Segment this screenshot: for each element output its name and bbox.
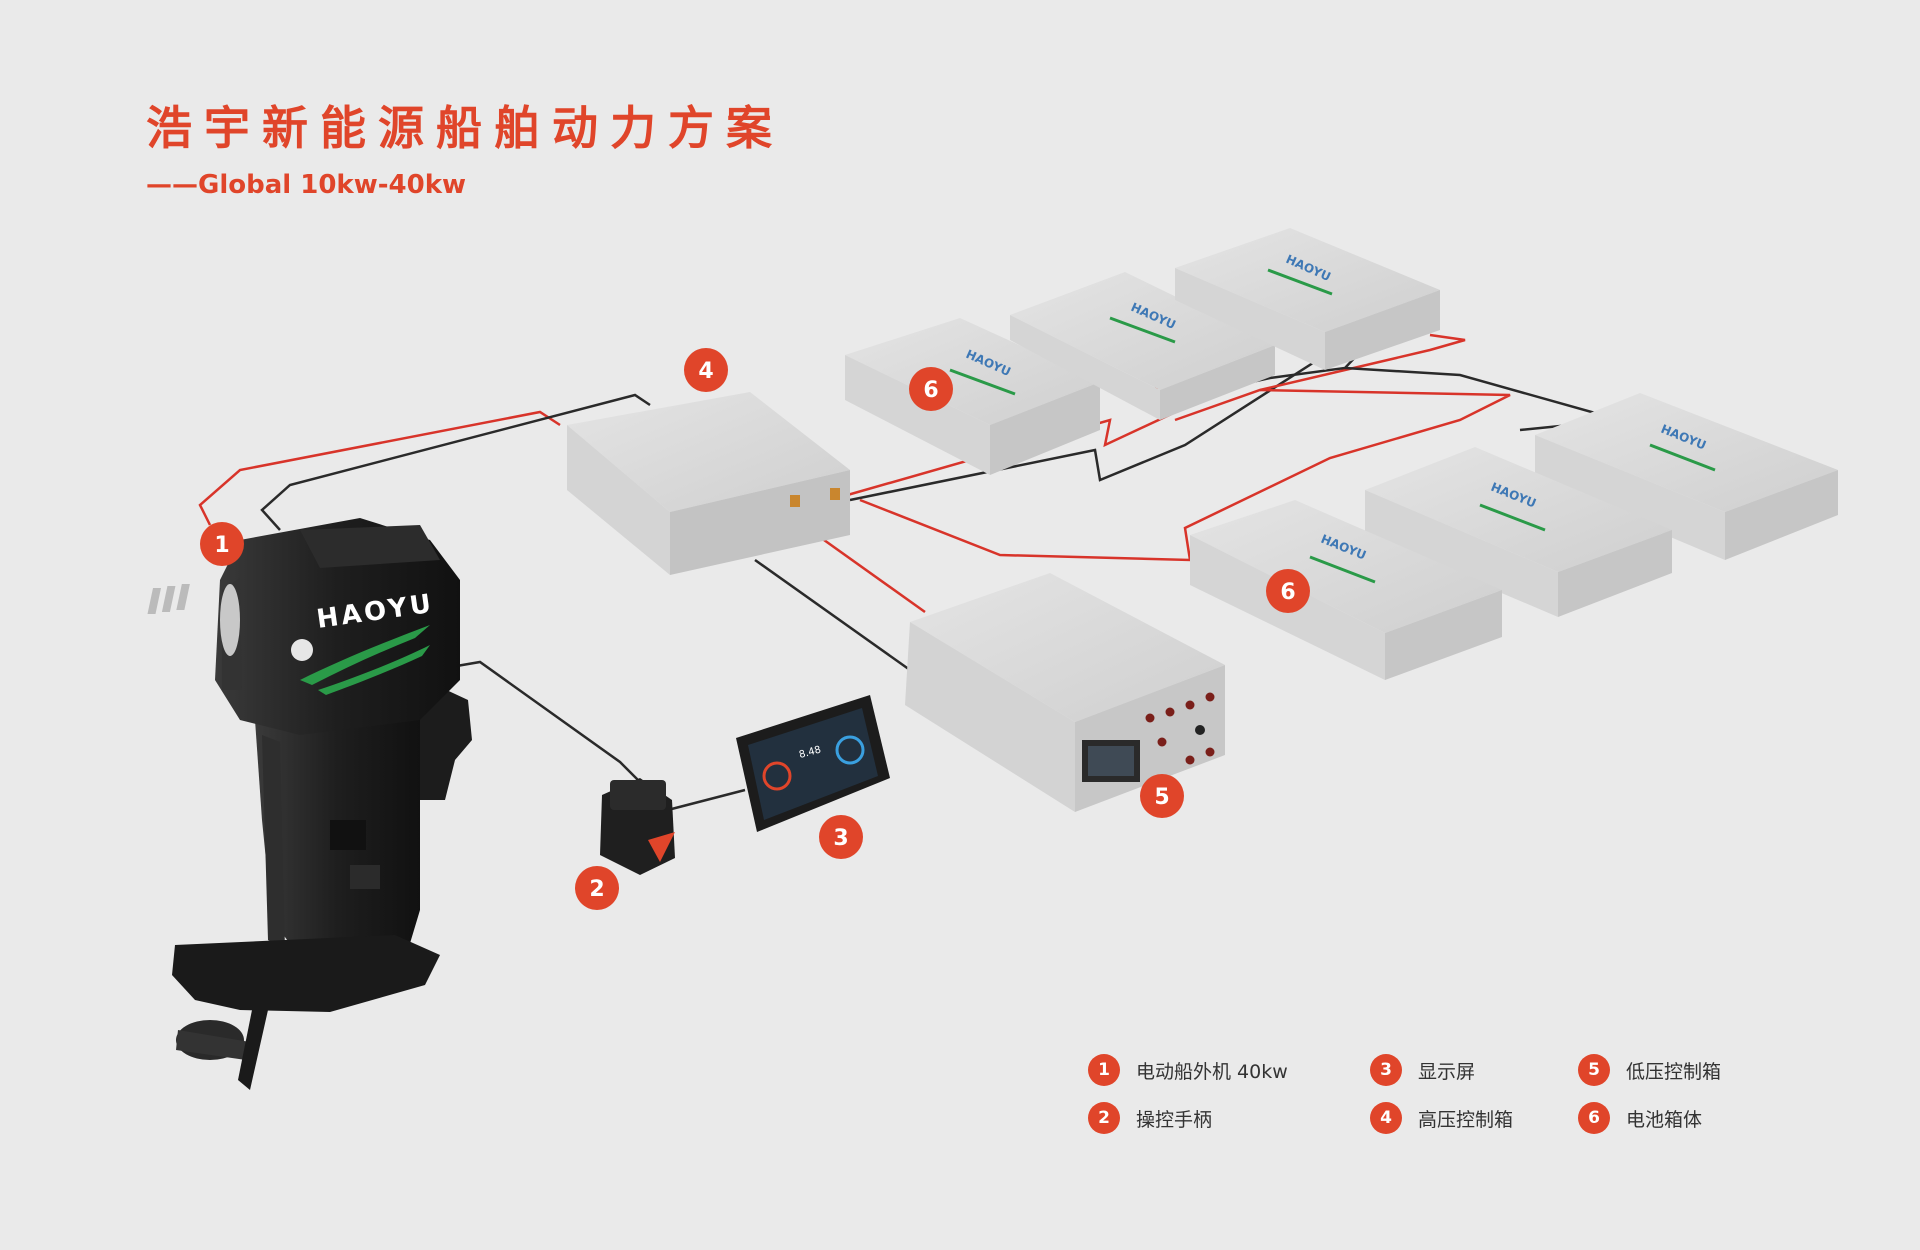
cable-red-hv-to-lv-box xyxy=(809,528,926,614)
svg-text:2: 2 xyxy=(589,877,604,902)
cable-black-hv-to-batteries xyxy=(849,350,1331,502)
svg-text:1: 1 xyxy=(214,533,229,558)
cable-red-hv-to-motor xyxy=(198,410,561,526)
battery-box: HAOYU xyxy=(845,318,1100,475)
legend-label: 操控手柄 xyxy=(1136,1108,1213,1131)
legend-label: 电池箱体 xyxy=(1626,1108,1703,1131)
legend-item-3: 3 显示屏 xyxy=(1370,1054,1475,1086)
svg-text:4: 4 xyxy=(698,359,713,384)
cable-black-hv-to-lv-box xyxy=(754,558,911,672)
high-voltage-control-box xyxy=(567,392,850,575)
throttle-controller xyxy=(600,778,675,875)
legend-item-1: 1 电动船外机 40kw xyxy=(1088,1054,1288,1086)
callout-1[interactable]: 1 xyxy=(200,522,244,566)
legend-number: 3 xyxy=(1370,1054,1402,1086)
svg-text:6: 6 xyxy=(1280,580,1295,605)
legend-number: 6 xyxy=(1578,1102,1610,1134)
legend: 1 电动船外机 40kw 2 操控手柄 3 显示屏 4 高压控制箱 5 低压控制… xyxy=(1088,1054,1848,1164)
svg-text:3: 3 xyxy=(833,826,848,851)
outboard-motor: HAOYU xyxy=(147,518,472,1090)
legend-label: 高压控制箱 xyxy=(1418,1108,1514,1131)
svg-text:5: 5 xyxy=(1154,785,1169,810)
callout-6-upper[interactable]: 6 xyxy=(909,367,953,411)
cable-red-battery-chain-upper xyxy=(1174,333,1466,422)
cable-black-hv-to-motor xyxy=(260,393,651,531)
legend-item-2: 2 操控手柄 xyxy=(1088,1102,1212,1134)
legend-item-4: 4 高压控制箱 xyxy=(1370,1102,1513,1134)
cable-black-throttle-to-display xyxy=(659,788,746,814)
legend-number: 2 xyxy=(1088,1102,1120,1134)
callout-6-lower[interactable]: 6 xyxy=(1266,569,1310,613)
battery-box: HAOYU xyxy=(1010,272,1275,420)
legend-item-6: 6 电池箱体 xyxy=(1578,1102,1702,1134)
legend-number: 5 xyxy=(1578,1054,1610,1086)
page-subtitle: ——Global 10kw-40kw xyxy=(146,170,467,200)
legend-label: 电动船外机 40kw xyxy=(1136,1060,1288,1083)
legend-label: 显示屏 xyxy=(1418,1060,1476,1083)
callout-2[interactable]: 2 xyxy=(575,866,619,910)
callout-3[interactable]: 3 xyxy=(819,815,863,859)
legend-item-5: 5 低压控制箱 xyxy=(1578,1054,1721,1086)
cable-red-to-lower-batteries xyxy=(859,388,1511,562)
legend-number: 4 xyxy=(1370,1102,1402,1134)
display-screen-device: 8.48 xyxy=(736,695,890,832)
battery-box: HAOYU xyxy=(1365,447,1672,617)
legend-number: 1 xyxy=(1088,1054,1120,1086)
battery-box: HAOYU xyxy=(1535,393,1838,560)
legend-label: 低压控制箱 xyxy=(1626,1060,1722,1083)
callout-5[interactable]: 5 xyxy=(1140,774,1184,818)
cable-black-motor-to-throttle xyxy=(444,660,641,783)
page-title: 浩宇新能源船舶动力方案 xyxy=(146,101,784,155)
low-voltage-control-box xyxy=(905,573,1225,812)
callout-4[interactable]: 4 xyxy=(684,348,728,392)
battery-box: HAOYU xyxy=(1175,228,1440,370)
svg-text:6: 6 xyxy=(923,378,938,403)
